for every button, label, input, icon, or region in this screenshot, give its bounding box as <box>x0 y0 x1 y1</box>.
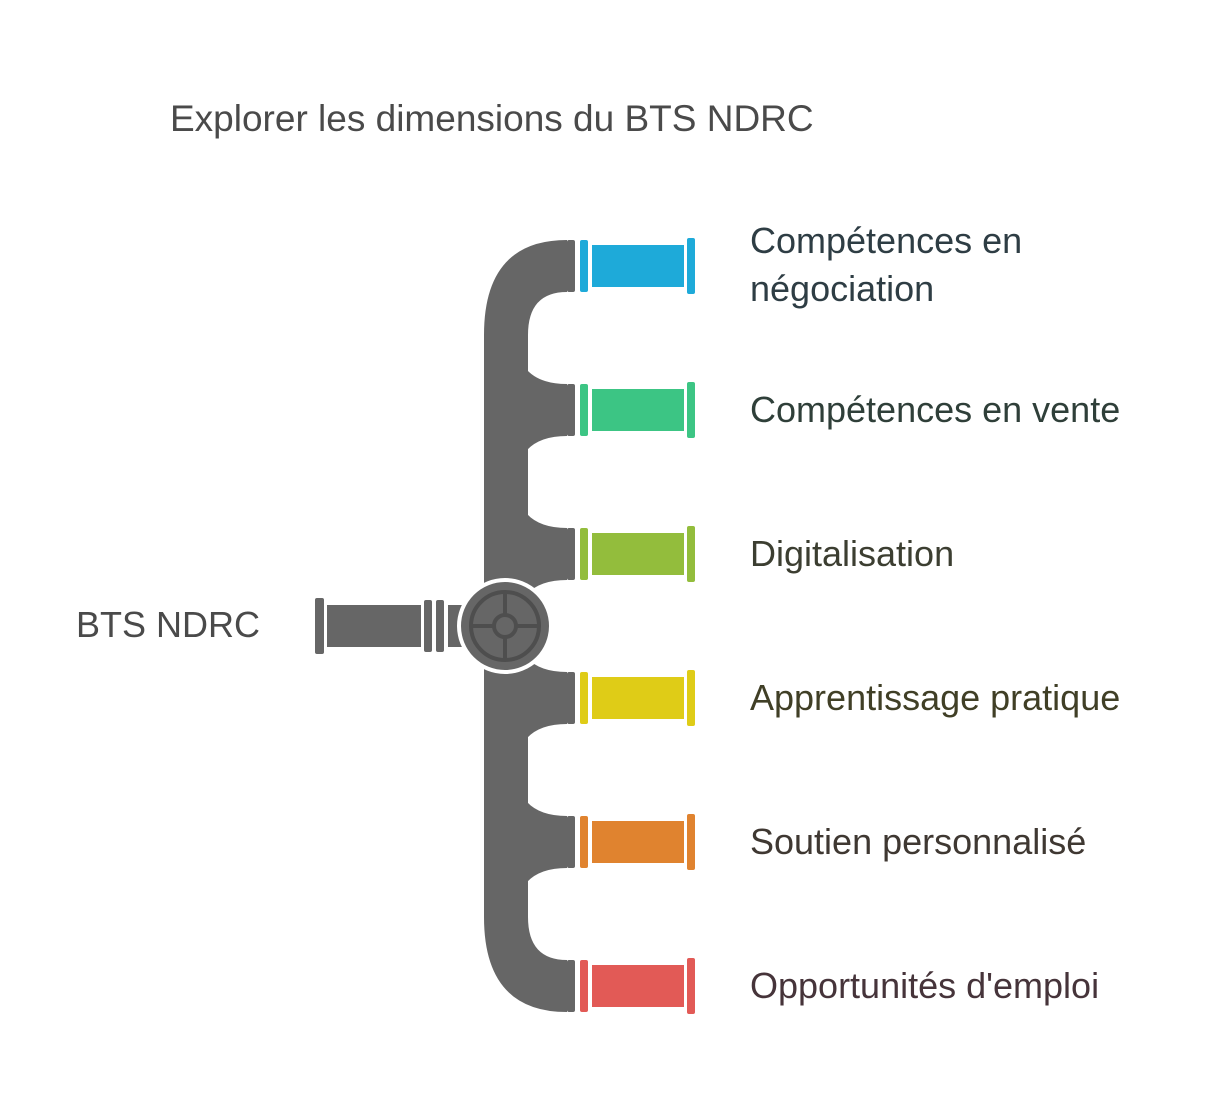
branch-flange-1 <box>580 384 588 436</box>
pipe-network <box>315 238 695 1014</box>
branch-end-cap-2 <box>687 526 695 582</box>
source-label: BTS NDRC <box>76 604 261 645</box>
tee-junction-0 <box>527 370 567 450</box>
branch-flange-grey-2 <box>567 528 575 580</box>
branch-flange-5 <box>580 960 588 1012</box>
branch-label-negociation: Compétences en négociation <box>750 220 1023 309</box>
branch-end-cap-1 <box>687 382 695 438</box>
branch-end-cap-3 <box>687 670 695 726</box>
branch-flange-grey-4 <box>567 816 575 868</box>
branch-flange-3 <box>580 672 588 724</box>
tee-junction-1 <box>527 514 567 594</box>
branch-flange-2 <box>580 528 588 580</box>
branch-pipe-1 <box>592 389 684 431</box>
branch-label-emploi: Opportunités d'emploi <box>750 965 1100 1006</box>
input-pipe <box>327 605 421 647</box>
branch-label-soutien: Soutien personnalisé <box>750 821 1087 862</box>
branch-end-cap-0 <box>687 238 695 294</box>
branch-flange-grey-0 <box>567 240 575 292</box>
branch-flange-grey-1 <box>567 384 575 436</box>
branch-end-cap-5 <box>687 958 695 1014</box>
input-flange-1 <box>424 600 432 652</box>
branch-end-cap-4 <box>687 814 695 870</box>
branch-flange-0 <box>580 240 588 292</box>
diagram-title: Explorer les dimensions du BTS NDRC <box>170 98 814 139</box>
branch-label-apprentissage: Apprentissage pratique <box>750 677 1121 718</box>
tee-junction-3 <box>527 802 567 882</box>
tee-junction-2 <box>527 658 567 738</box>
input-flange-2 <box>436 600 444 652</box>
branch-label-vente: Compétences en vente <box>750 389 1121 430</box>
branch-pipe-0 <box>592 245 684 287</box>
branch-flange-grey-3 <box>567 672 575 724</box>
branch-flange-4 <box>580 816 588 868</box>
input-end-cap <box>315 598 324 654</box>
branch-pipe-5 <box>592 965 684 1007</box>
branch-label-digitalisation: Digitalisation <box>750 533 955 574</box>
branch-pipe-4 <box>592 821 684 863</box>
valve-icon <box>457 578 553 674</box>
branch-flange-grey-5 <box>567 960 575 1012</box>
branch-pipe-3 <box>592 677 684 719</box>
branch-pipe-2 <box>592 533 684 575</box>
